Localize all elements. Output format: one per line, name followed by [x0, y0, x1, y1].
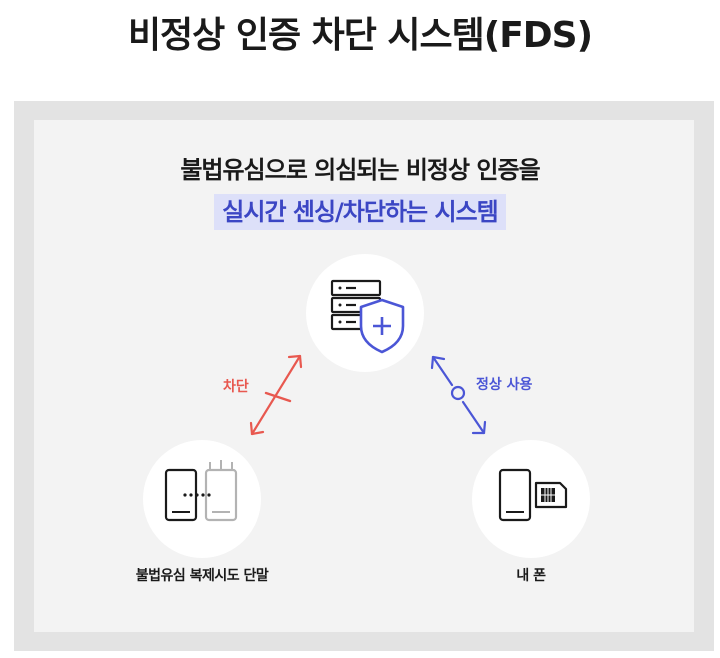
- page-title: 비정상 인증 차단 시스템(FDS): [127, 15, 593, 56]
- normal-connection-arrow: [430, 355, 487, 435]
- cloned-device-label: 불법유심 복제시도 단말: [135, 568, 269, 584]
- diagram-subheadline: 실시간 센싱/차단하는 시스템: [214, 194, 506, 230]
- diagram-subheadline-wrap: 실시간 센싱/차단하는 시스템: [0, 194, 720, 230]
- normal-connection-label: 정상 사용: [476, 377, 533, 393]
- diagram-headline: 불법유심으로 의심되는 비정상 인증을: [180, 156, 540, 184]
- blocked-connection-arrow: [249, 354, 303, 436]
- blocked-connection-label: 차단: [223, 379, 249, 395]
- cloned-device-node: [143, 440, 261, 558]
- cloned-phones-icon: [164, 460, 238, 522]
- server-shield-icon: [330, 279, 405, 354]
- phone-sim-icon: [498, 468, 568, 522]
- my-phone-label: 내 폰: [516, 568, 546, 584]
